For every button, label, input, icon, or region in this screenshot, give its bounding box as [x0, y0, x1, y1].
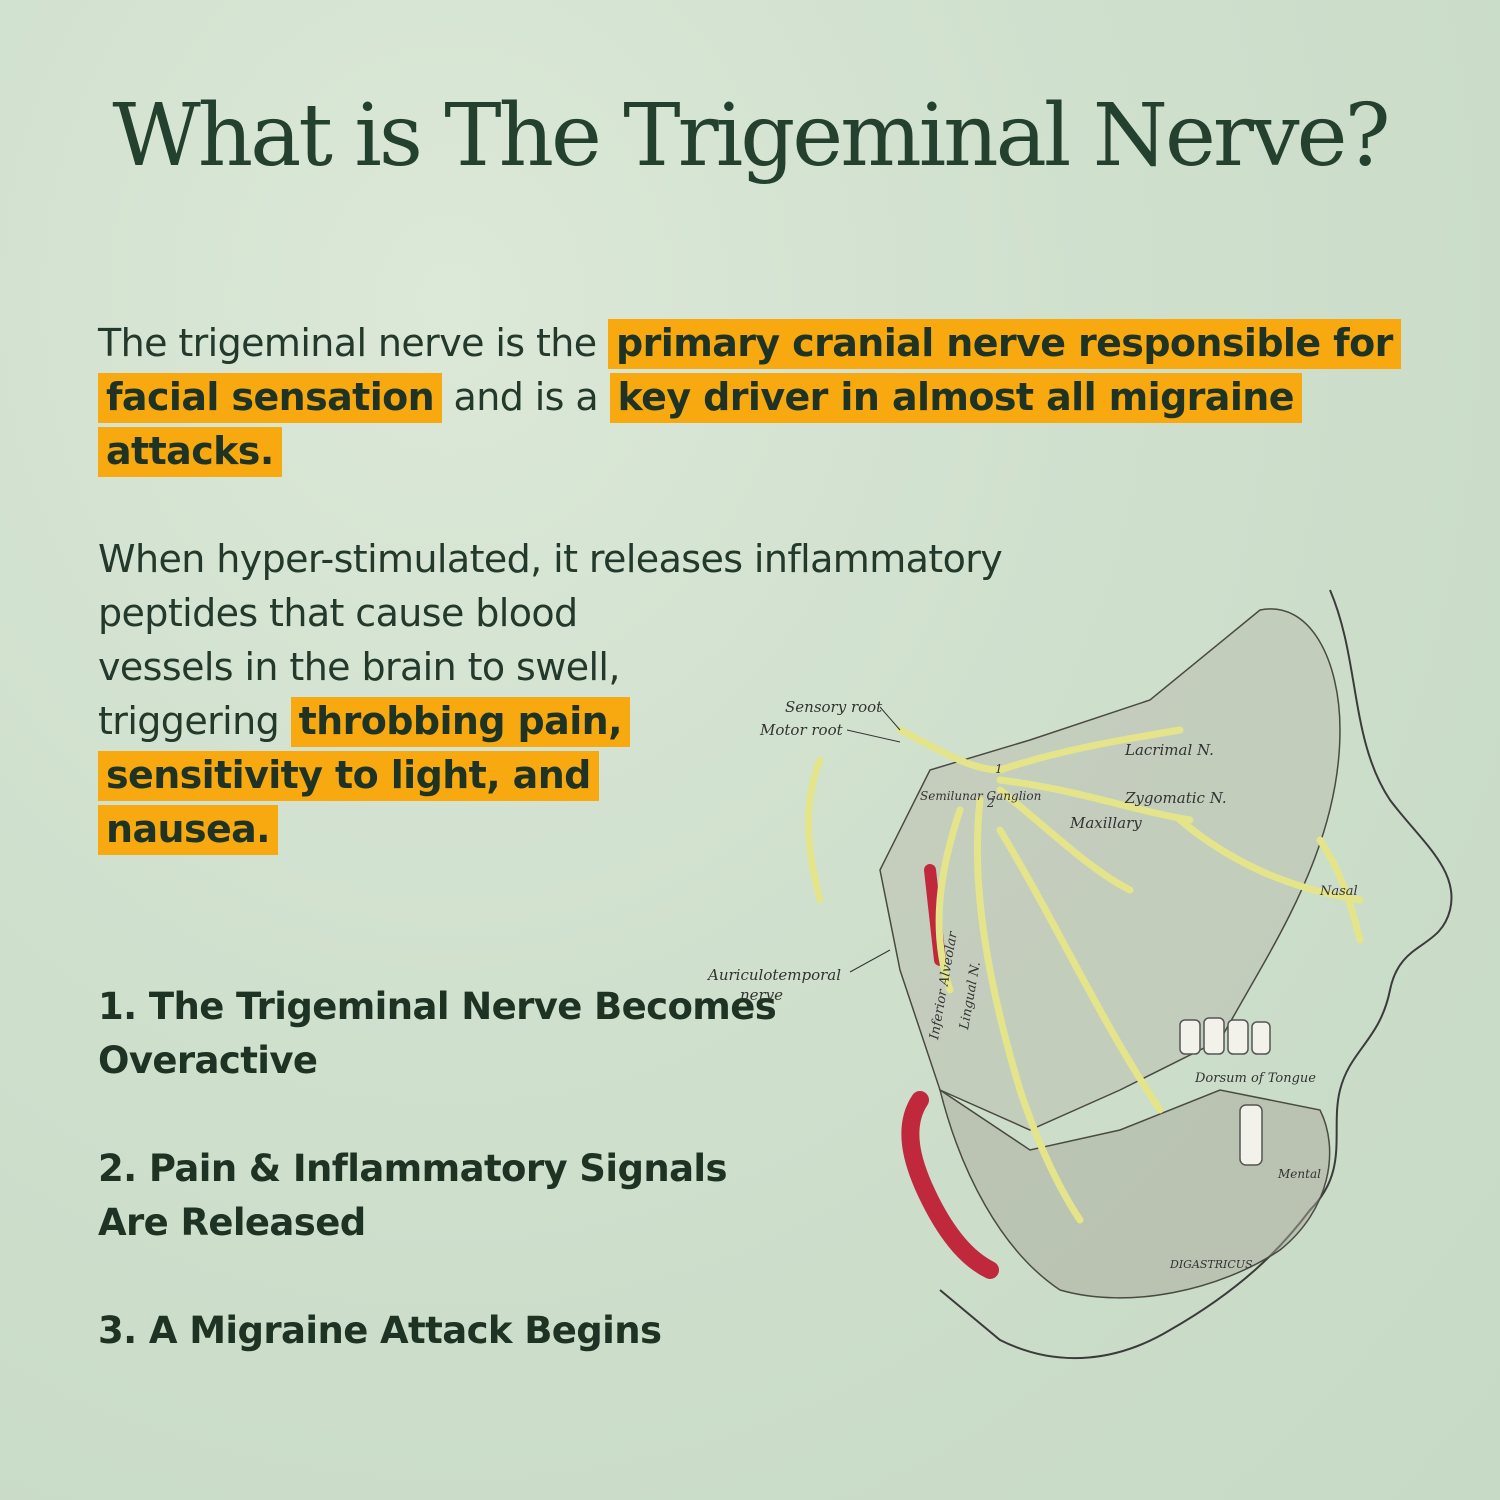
label-num-1: 1 — [995, 762, 1003, 776]
detail-wrap: peptides that cause blood vessels in the… — [98, 586, 678, 856]
detail-paragraph: When hyper-stimulated, it releases infla… — [98, 532, 1158, 856]
step-item: 1. The Trigeminal Nerve Becomes Overacti… — [98, 985, 777, 1082]
label-mental: Mental — [1277, 1167, 1321, 1181]
label-digastricus: DIGASTRICUS — [1169, 1258, 1253, 1271]
teeth — [1179, 1017, 1271, 1166]
page-title: What is The Trigeminal Nerve? — [112, 86, 1390, 186]
jaw-region — [938, 1088, 1331, 1299]
detail-line-1: When hyper-stimulated, it releases infla… — [98, 537, 1003, 581]
trigeminal-illustration: Sensory root Motor root Lacrimal N. Zygo… — [706, 589, 1453, 1360]
intro-text-1: The trigeminal nerve is the — [98, 321, 609, 365]
detail-text: peptides that cause blood vessels in the… — [98, 591, 620, 743]
steps-list: 1. The Trigeminal Nerve Becomes Overacti… — [98, 980, 778, 1412]
intro-paragraph: The trigeminal nerve is the primary cran… — [98, 316, 1401, 478]
artery — [901, 1091, 999, 1279]
label-zygomatic: Zygomatic N. — [1124, 789, 1227, 807]
label-maxillary: Maxillary — [1069, 814, 1142, 832]
label-auriculotemporal-1: Auriculotemporal — [706, 966, 841, 984]
step-item: 2. Pain & Inflammatory Signals Are Relea… — [98, 1147, 728, 1244]
face-outline — [939, 589, 1453, 1360]
label-nasal: Nasal — [1319, 884, 1358, 899]
skull-region — [879, 608, 1341, 1131]
label-num-2: 2 — [986, 796, 995, 810]
label-auriculotemporal-2: nerve — [740, 986, 783, 1004]
step-item: 3. A Migraine Attack Begins — [98, 1309, 662, 1352]
nerve-branches — [805, 726, 1364, 1224]
label-sensory-root: Sensory root — [785, 698, 883, 716]
label-dorsum: Dorsum of Tongue — [1194, 1071, 1316, 1086]
label-semilunar: Semilunar Ganglion — [920, 789, 1041, 803]
intro-text-2: and is a — [442, 375, 610, 419]
label-lacrimal: Lacrimal N. — [1124, 741, 1214, 759]
label-motor-root: Motor root — [759, 721, 844, 739]
